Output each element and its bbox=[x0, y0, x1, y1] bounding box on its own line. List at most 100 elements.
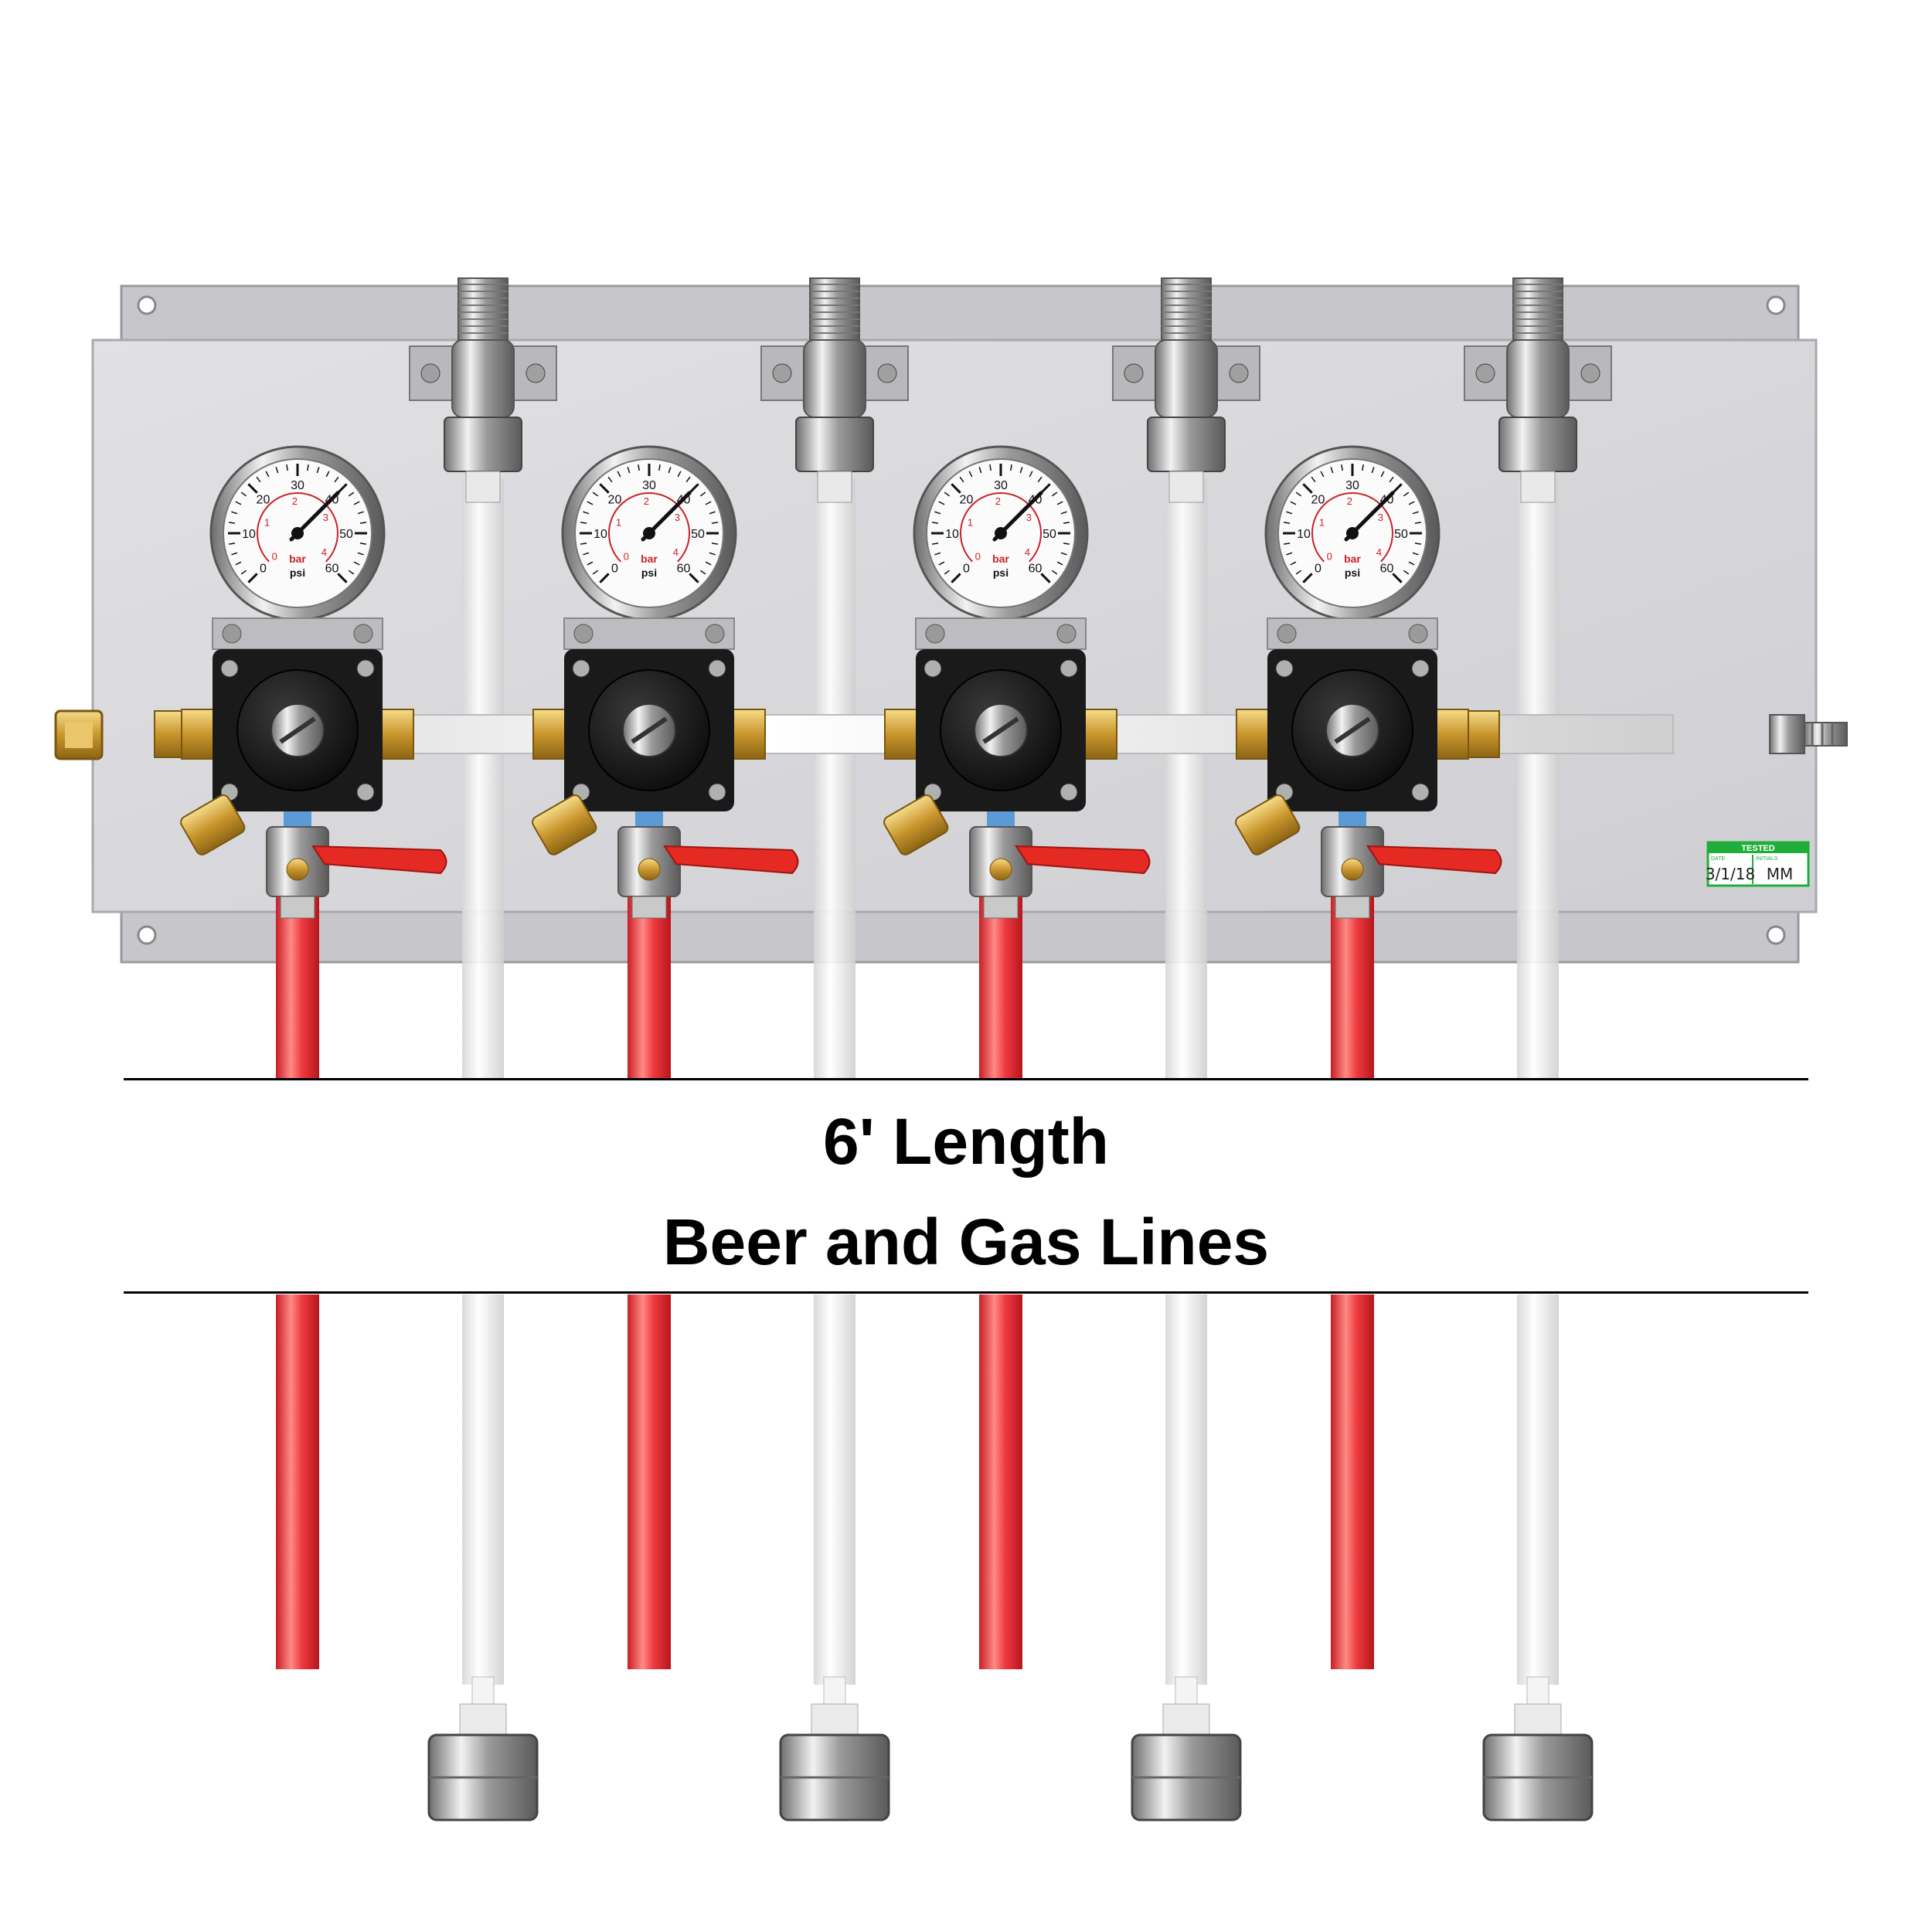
gauge-tick bbox=[711, 543, 719, 545]
gauge-tick bbox=[1302, 483, 1313, 494]
gauge-tick bbox=[1283, 543, 1291, 545]
gauge-psi-label: 0 bbox=[963, 563, 970, 576]
shank-nut bbox=[1147, 417, 1226, 472]
hose-clamp bbox=[280, 896, 315, 919]
shank-body bbox=[803, 339, 866, 418]
gauge-tick bbox=[599, 483, 610, 494]
tested-tag: TESTED DATE INITIALS 3/1/18 MM bbox=[1706, 841, 1810, 887]
gauge-tick bbox=[1320, 471, 1325, 478]
gauge-tick bbox=[1414, 522, 1422, 524]
gauge-tick bbox=[1037, 476, 1043, 483]
gauge-unit-bar: bar bbox=[641, 553, 658, 565]
gauge-tick bbox=[978, 467, 982, 474]
mount-hole bbox=[137, 295, 157, 315]
body-screw bbox=[708, 783, 726, 801]
gauge-tick bbox=[617, 471, 621, 478]
hose-clamp bbox=[631, 896, 667, 919]
shank-nut bbox=[1498, 417, 1577, 472]
gauge-tick bbox=[348, 492, 355, 497]
gauge-bar-label: 2 bbox=[644, 495, 649, 507]
gauge-psi-label: 30 bbox=[994, 479, 1008, 492]
bracket-screw bbox=[1580, 363, 1600, 383]
gauge-tick bbox=[1060, 552, 1067, 556]
body-screw bbox=[1411, 783, 1430, 801]
body-screw bbox=[1275, 659, 1294, 678]
gauge-tick bbox=[231, 511, 238, 515]
gauge-tick bbox=[1295, 570, 1302, 575]
body-screw bbox=[708, 659, 726, 678]
bracket-screw bbox=[1277, 624, 1297, 644]
shank-body bbox=[1155, 339, 1218, 418]
gauge-tick bbox=[1371, 467, 1375, 474]
gauge-tick bbox=[1414, 543, 1422, 545]
gauge-tick bbox=[1286, 511, 1293, 515]
gauge-psi-label: 20 bbox=[1311, 493, 1325, 506]
relief-valve bbox=[180, 794, 246, 855]
gauge-tick bbox=[699, 570, 706, 575]
gauge-tick bbox=[638, 464, 640, 471]
gauge-psi-label: 60 bbox=[1380, 563, 1394, 576]
shank bbox=[1112, 277, 1260, 503]
gauge-tick bbox=[951, 483, 961, 494]
shank-tailpiece bbox=[817, 471, 852, 503]
gauge-tick bbox=[968, 471, 973, 478]
gauge-tick bbox=[1392, 483, 1403, 494]
mount-hole bbox=[137, 925, 157, 945]
gauge-tick bbox=[1040, 573, 1051, 583]
gauge-psi-label: 60 bbox=[1029, 563, 1043, 576]
gauge-psi-label: 0 bbox=[260, 563, 267, 576]
gauge-hub bbox=[1346, 527, 1359, 539]
valve-stem bbox=[286, 858, 309, 881]
gauge-psi-label: 50 bbox=[691, 528, 705, 541]
body-screw bbox=[1060, 659, 1078, 678]
gauge-bar-label: 0 bbox=[624, 551, 629, 563]
body-screw bbox=[572, 659, 590, 678]
bracket-screw bbox=[1475, 363, 1495, 383]
gauge-psi-label: 60 bbox=[677, 563, 691, 576]
caption-lines: Beer and Gas Lines bbox=[662, 1206, 1270, 1278]
gauge-tick bbox=[1408, 561, 1415, 566]
gauge-tick bbox=[599, 573, 610, 583]
gauge-tick bbox=[989, 464, 992, 471]
gauge-tick bbox=[580, 522, 587, 524]
regulator: 010203040506001234barpsi bbox=[1235, 445, 1502, 919]
gauge-tick bbox=[337, 573, 348, 583]
gauge-tick bbox=[325, 471, 330, 478]
gauge-tick bbox=[1330, 467, 1334, 474]
gauge-unit-psi: psi bbox=[993, 566, 1009, 579]
bracket-screw bbox=[877, 363, 897, 383]
bracket-screw bbox=[925, 624, 945, 644]
valve-seal bbox=[284, 811, 311, 827]
gauge-tick bbox=[685, 476, 691, 483]
gauge-bar-label: 2 bbox=[1347, 495, 1352, 507]
gauge-tick bbox=[705, 501, 712, 505]
tailpiece bbox=[1175, 1676, 1198, 1705]
valve-handle bbox=[311, 845, 447, 875]
gauge-tick bbox=[235, 501, 242, 505]
gauge-tick bbox=[1362, 464, 1364, 471]
shank-thread bbox=[457, 277, 509, 341]
gauge-hub bbox=[291, 527, 304, 539]
gauge-tick bbox=[1283, 522, 1291, 524]
mount-hole bbox=[1766, 295, 1786, 315]
valve-seal bbox=[635, 811, 663, 827]
body-screw bbox=[1060, 783, 1078, 801]
valve-stem bbox=[989, 858, 1012, 881]
gauge-tick bbox=[587, 561, 594, 566]
gauge-tick bbox=[607, 476, 613, 483]
gauge-bar-label: 1 bbox=[1319, 517, 1325, 529]
gauge-bar-label: 1 bbox=[968, 517, 973, 529]
gauge-tick bbox=[1380, 471, 1385, 478]
gauge-tick bbox=[359, 543, 367, 545]
gauge-tick bbox=[235, 561, 242, 566]
gauge-bar-arc bbox=[608, 492, 690, 563]
shank bbox=[1464, 277, 1612, 503]
valve-seal bbox=[1338, 811, 1366, 827]
gauge-psi-label: 10 bbox=[945, 528, 959, 541]
adjust-screw-slot bbox=[982, 716, 1019, 744]
gauge-psi-label: 50 bbox=[1394, 528, 1408, 541]
gauge-unit-psi: psi bbox=[641, 566, 657, 579]
gauge-psi-label: 50 bbox=[339, 528, 353, 541]
tailpiece bbox=[823, 1676, 846, 1705]
gauge-tick bbox=[1392, 573, 1403, 583]
